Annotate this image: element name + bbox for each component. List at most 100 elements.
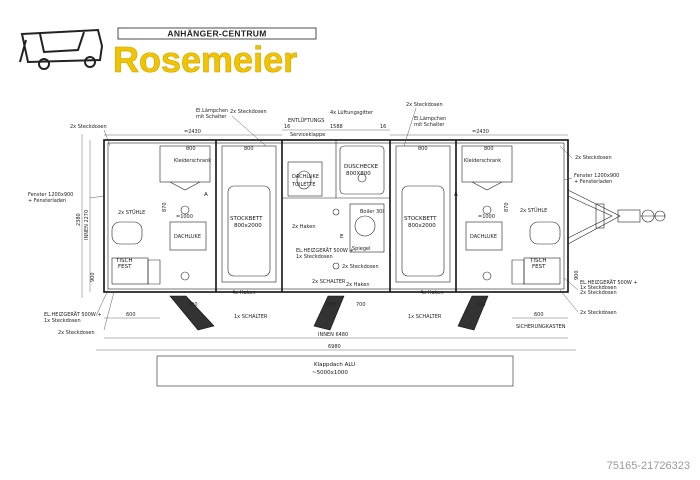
label-h-900-left: 900 [90,272,96,282]
label-d-700-3: 700 [356,302,366,308]
label-tisch-left-2: FEST [118,264,132,270]
right-cabin [395,145,561,285]
label-d-1000-right: =1000 [478,214,495,220]
label-steck-top-mid: 2x Steckdosen [230,109,267,115]
roof-hatch-left [169,221,207,251]
bunk-bed-left [221,145,277,283]
sanitary-area [287,145,385,270]
label-sicherung: SICHERUNGKASTEN [516,324,566,330]
trailer-truck-icon [19,28,104,70]
label-steck-mid-3: 2x SCHALTER [312,279,346,285]
chairs-left [111,221,143,245]
label-mark-e: E [340,234,344,240]
logo-subtitle: ANHÄNGER-CENTRUM [167,29,266,39]
watermark: 75165-21726323 [606,460,690,472]
label-mark-a-right: A [454,192,458,198]
chairs-right [529,221,561,245]
label-toilette-2: TOILETTE [291,182,316,188]
drawbar [567,189,666,245]
bunk-bed-right [395,145,451,283]
label-aussen-len: 6980 [328,344,341,350]
label-toilette: DACHLUKE [292,174,319,180]
label-h-900-right: 900 [574,270,580,280]
logo-name: Rosemeier [113,39,297,80]
label-heiz-mid: EL.HEIZGERÄT 500W + [296,247,354,254]
label-stockbett-right-2: 800x2000 [408,223,436,229]
label-fenster-left-2: + Fensterladen [28,198,66,204]
label-entlueftung: ENTLÜFTUNGS [288,117,324,124]
label-d-870-left: 870 [162,202,168,212]
label-haken-1: 2x Haken [292,224,316,230]
label-fenster-right: Fenster 1200x900 [574,173,619,179]
label-lamp-left: El.Lämpchen [196,108,228,114]
label-kleider-left: Kleiderschrank [174,158,211,164]
label-service: Serviceklappe [290,132,325,138]
label-heiz-mid-2: 1x Steckdosen [296,254,333,260]
label-d-600-right: 600 [534,312,544,318]
trailer-walls [103,139,569,293]
entry-steps [169,295,489,331]
label-fenster-right-2: + Fensterladen [574,179,612,185]
label-d-700-1: 700 [188,302,198,308]
label-fenster-left: Fenster 1200x900 [28,192,73,198]
label-stockbett-left-2: 800x2000 [234,223,262,229]
label-heiz-left: EL.HEIZGERÄT 500W + [44,311,102,318]
label-steck-right-3: 2x Steckdosen [580,310,617,316]
label-heiz-left-2: 1x Steckdosen [44,318,81,324]
label-haken-3: 4x Haken [420,290,444,296]
leader-lines [89,107,579,331]
dimension-lines [81,129,576,387]
label-dusch-2: 800X800 [346,171,371,177]
wardrobe-left [159,145,211,183]
label-stuhl-right: 2x STÜHLE [520,207,547,214]
table-left [111,257,149,285]
label-d-16-a: 16 [284,124,290,130]
label-h-2380: 2380 [76,213,82,226]
label-d-700-2: 700 [326,302,336,308]
label-steck-right-2: 2x Steckdosen [580,290,617,296]
label-haken-2: 4x Haken [232,290,256,296]
label-innen-h: INNEN 2270 [84,210,90,240]
label-d-2430-right: =2430 [472,129,489,135]
label-schalter-left: 1x SCHALTER [234,314,268,320]
label-d-2430-left: =2430 [184,129,201,135]
left-cabin [111,145,277,285]
company-logo: ANHÄNGER-CENTRUM Rosemeier [19,27,317,80]
label-steck-right-1: 2x Steckdosen [575,155,612,161]
label-d-16-b: 16 [380,124,386,130]
label-boiler: Boiler 30l [360,209,384,215]
shower-corner [339,145,385,195]
label-d-700-4: 700 [476,302,486,308]
logo-subtitle-bar [117,27,317,40]
label-klappdach-2: ~5000x1000 [312,370,348,376]
label-dachluke-left: DACHLUKE [174,234,201,240]
folding-roof-box [156,355,514,387]
label-heiz-right-2: 1x Steckdosen [580,285,617,291]
wardrobe-right [461,145,513,183]
roof-hatch-right [465,221,503,251]
label-d-800-2: 800 [244,146,254,152]
table-right [523,257,561,285]
label-dusch: DUSCHECKE [344,164,379,170]
label-klappdach: Klappdach ALU [314,362,355,368]
label-d-800-1: 800 [186,146,196,152]
label-lamp-right: El.Lämpchen [414,116,446,122]
label-d-800-3: 800 [418,146,428,152]
label-steck-top-right: 2x Steckdosen [406,102,443,108]
label-innen-len: INNEN 6480 [318,332,348,338]
label-heiz-right: EL.HEIZGERÄT 500W + [580,279,638,286]
label-d-870-right: 870 [504,202,510,212]
label-stockbett-right: STOCKBETT [404,216,437,222]
label-schalter-right: 1x SCHALTER [408,314,442,320]
label-steck-left-bottom: 2x Steckdosen [58,330,95,336]
label-dachluke-right: DACHLUKE [470,234,497,240]
label-lamp-right-2: mit Schalter [414,122,445,128]
label-tisch-right-2: FEST [532,264,546,270]
label-d-1000-left: =1000 [176,214,193,220]
label-stuhl-left: 2x STÜHLE [118,209,145,216]
label-d-1588: 1588 [330,124,343,130]
labels: 4x Lüftungsgitter ENTLÜFTUNGS Servicekla… [28,102,638,376]
label-haken-4: 2x Haken [346,282,370,288]
label-spiegel: Spiegel [352,246,370,252]
